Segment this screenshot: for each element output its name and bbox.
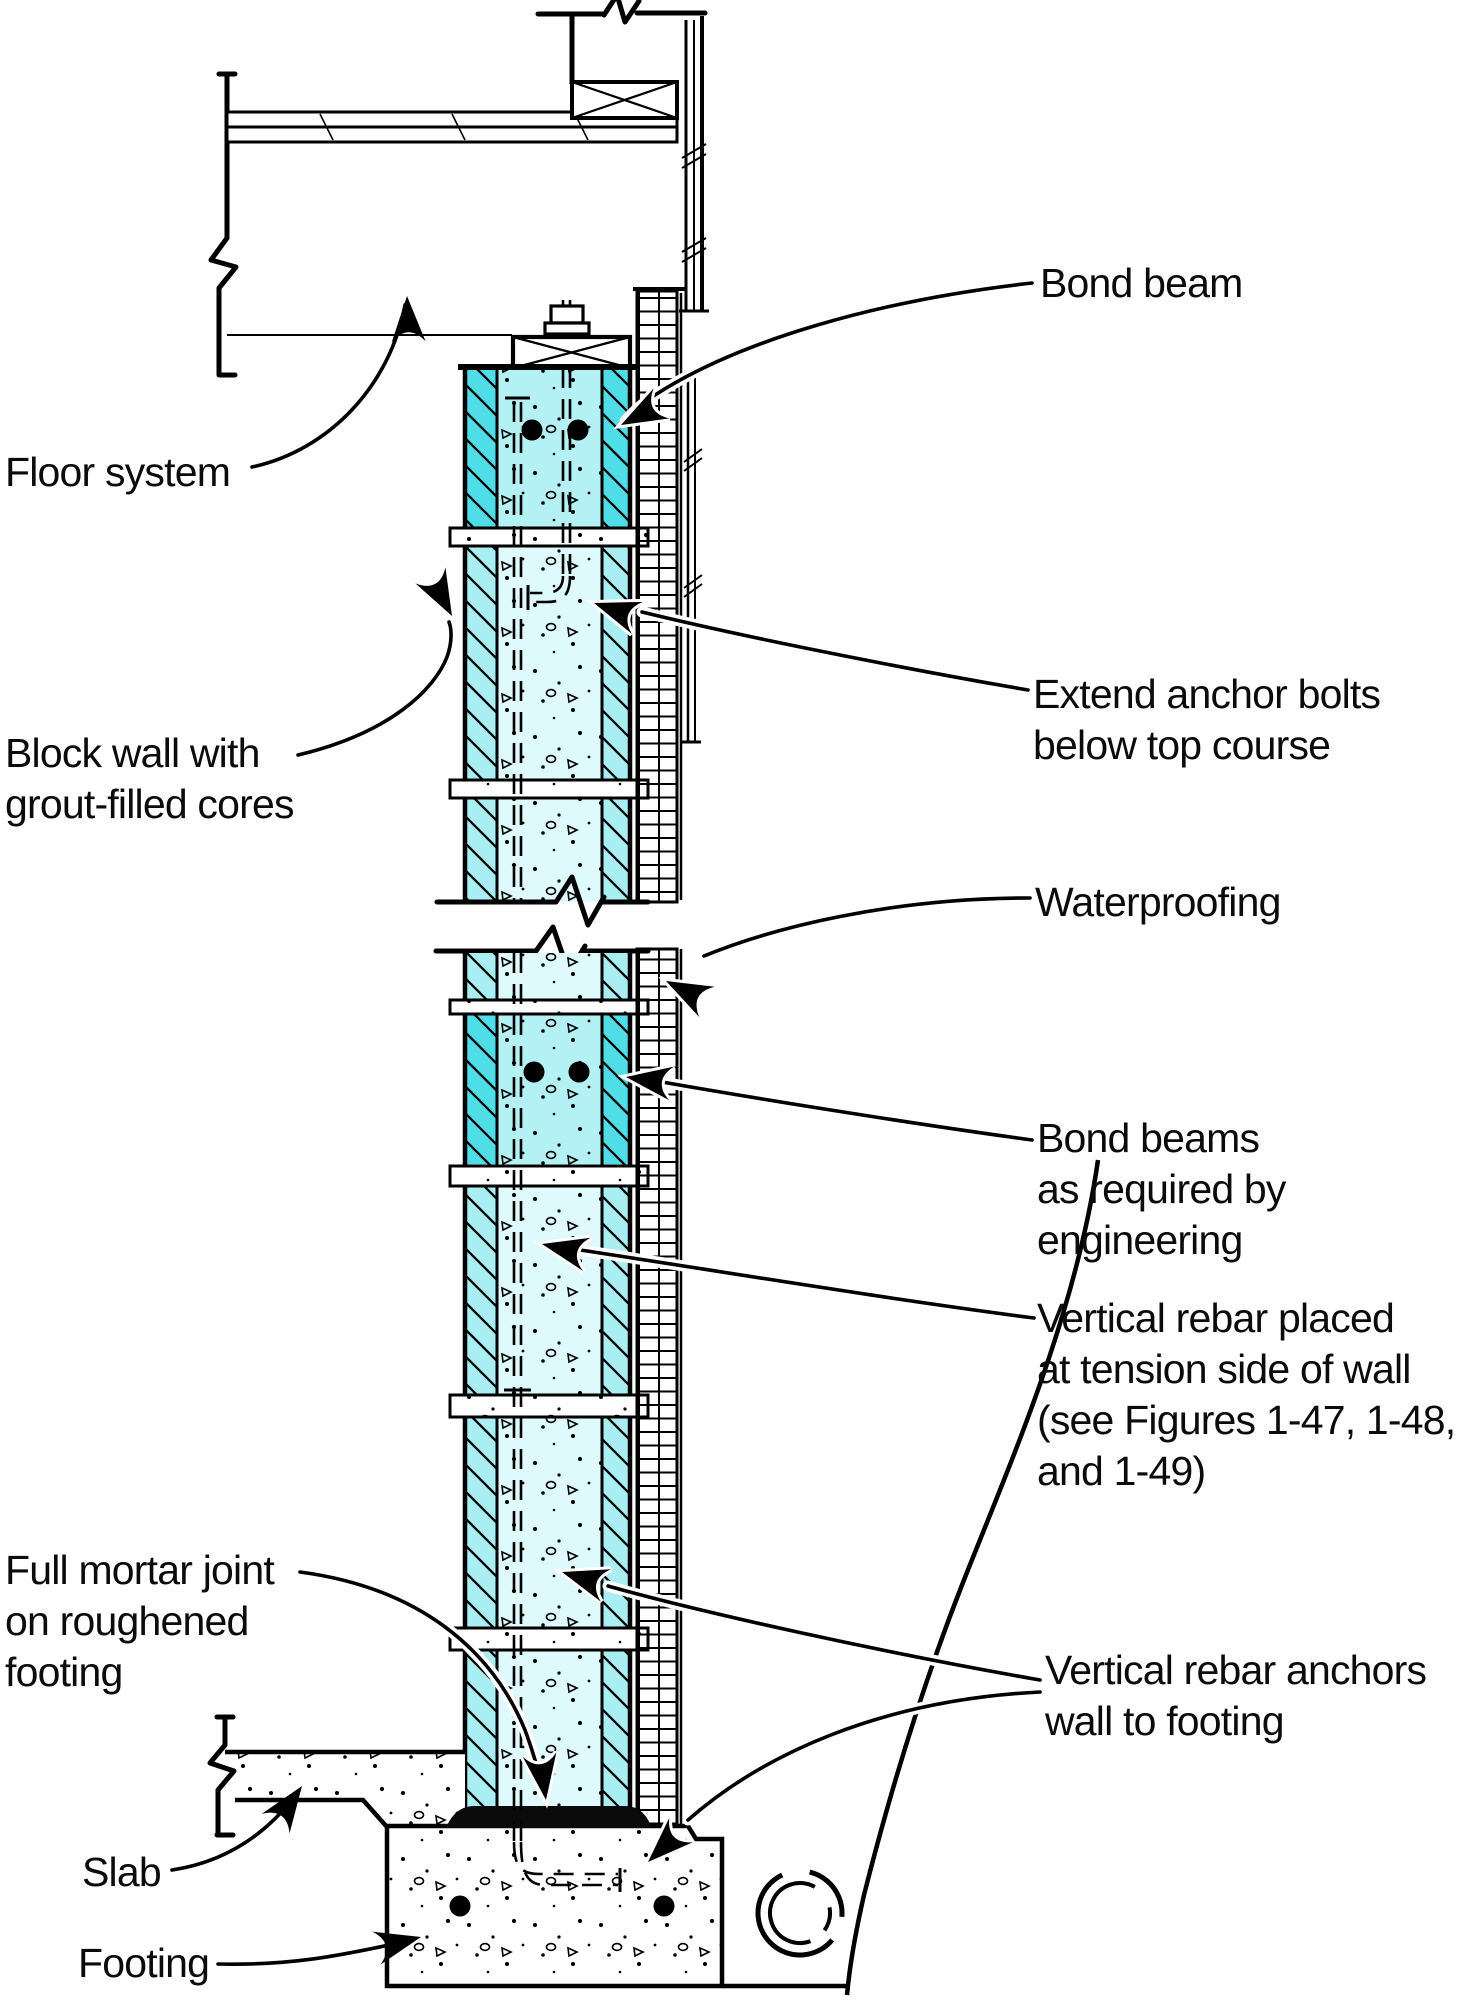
sill-plate bbox=[510, 334, 633, 371]
mortar-joint bbox=[448, 526, 650, 548]
vertical-rebar bbox=[504, 396, 622, 1892]
floor-system-assembly bbox=[208, 0, 709, 378]
mortar-joint bbox=[448, 1393, 650, 1419]
label-full-mortar: Full mortar joint on roughened footing bbox=[5, 1547, 285, 1695]
left-shell-hatch bbox=[465, 368, 497, 902]
footing bbox=[384, 1823, 846, 1989]
leader-block-wall bbox=[296, 620, 453, 757]
block-wall-lower-segment bbox=[448, 953, 650, 1808]
label-floor-system: Floor system bbox=[5, 449, 230, 495]
block-wall-upper-segment bbox=[448, 364, 650, 902]
leader-rebar-anchors-upper bbox=[606, 1584, 1042, 1682]
slab-break-line bbox=[207, 1714, 237, 1838]
mortar-joint bbox=[448, 1626, 650, 1652]
leader-floor-system bbox=[250, 303, 407, 469]
label-slab: Slab bbox=[82, 1849, 161, 1895]
sill-and-anchor-bolt bbox=[510, 300, 633, 371]
footing-rebar-dot bbox=[449, 1895, 471, 1917]
exterior-sheathing bbox=[679, 16, 709, 313]
slab bbox=[207, 1714, 466, 1838]
bond-beam-rebar-dot bbox=[521, 419, 543, 441]
full-mortar-bed bbox=[446, 1806, 652, 1828]
protection-board bbox=[682, 372, 703, 744]
anchor-bolt-washer bbox=[543, 321, 591, 336]
label-footing: Footing bbox=[78, 1940, 209, 1986]
upper-wall-cut-line bbox=[535, 0, 708, 25]
bond-beam-rebar-dot bbox=[567, 419, 589, 441]
mortar-joint bbox=[448, 778, 650, 800]
bond-beam-rebar-dot bbox=[523, 1061, 545, 1083]
leader-vertical-rebar-tension bbox=[578, 1248, 1036, 1320]
right-shell-hatch bbox=[602, 953, 630, 1808]
label-vertical-rebar-tension: Vertical rebar placed at tension side of… bbox=[1037, 1295, 1466, 1494]
right-shell-hatch bbox=[602, 368, 630, 902]
labels: Floor system Bond beam Block wall with g… bbox=[5, 260, 1466, 1986]
anchor-bolt-embedded bbox=[526, 368, 572, 610]
arrowhead bbox=[415, 567, 467, 624]
footing-rebar-dot bbox=[653, 1895, 675, 1917]
rebar-hook bbox=[512, 1841, 618, 1887]
anchor-bolt-nut bbox=[549, 304, 585, 325]
leader-rebar-anchors-lower bbox=[686, 1690, 1042, 1822]
bond-beam-rebar-dot bbox=[568, 1061, 590, 1083]
interior-break-line bbox=[208, 71, 239, 378]
mortar-joint bbox=[448, 998, 650, 1016]
label-block-wall: Block wall with grout-filled cores bbox=[5, 730, 294, 827]
leader-bond-beams-req bbox=[660, 1080, 1034, 1142]
mortar-joint bbox=[448, 1164, 650, 1188]
label-bond-beam: Bond beam bbox=[1040, 260, 1243, 306]
label-vertical-rebar-anchors: Vertical rebar anchors wall to footing bbox=[1044, 1647, 1437, 1744]
label-extend-anchor: Extend anchor bolts below top course bbox=[1033, 671, 1391, 768]
leaders bbox=[170, 277, 1046, 1966]
leader-waterproofing bbox=[702, 896, 1032, 958]
leader-extend-anchor bbox=[640, 610, 1030, 692]
label-bond-beams-req: Bond beams as required by engineering bbox=[1037, 1115, 1296, 1263]
rim-blocking bbox=[570, 80, 679, 120]
drain-pipe bbox=[755, 1868, 845, 1958]
label-waterproofing: Waterproofing bbox=[1035, 879, 1281, 925]
leader-footing bbox=[216, 1939, 410, 1966]
soil-excavation-line bbox=[844, 1159, 1101, 1996]
